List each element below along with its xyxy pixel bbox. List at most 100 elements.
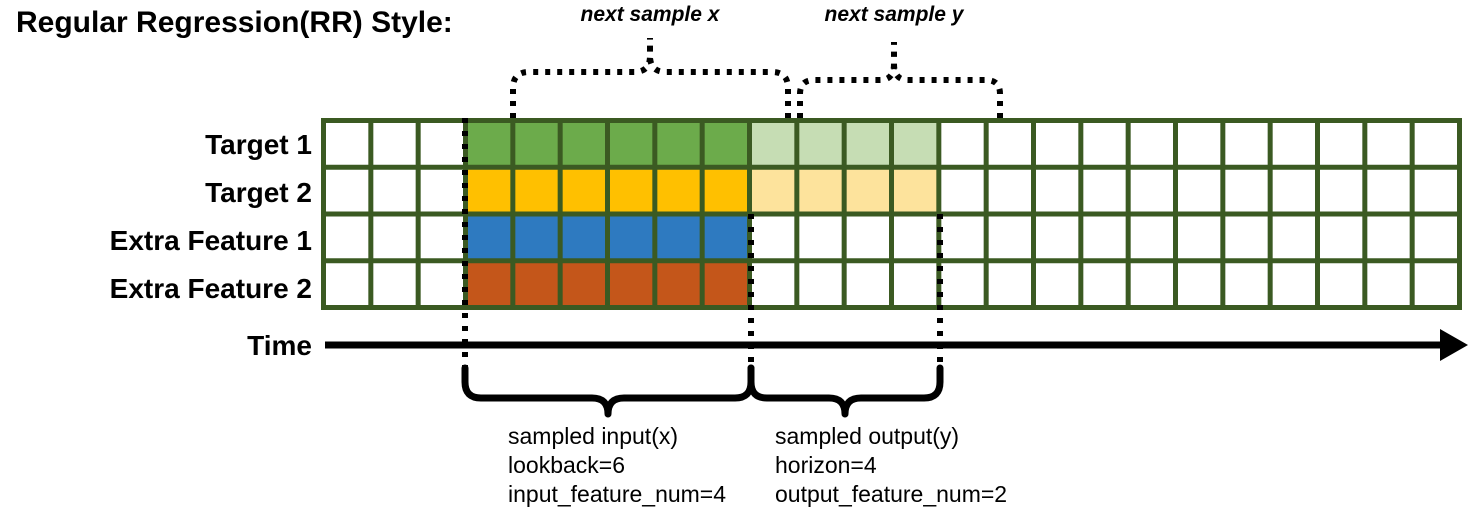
cell-extra1-input — [468, 216, 511, 259]
cell-empty — [373, 263, 416, 305]
cell-empty — [1036, 216, 1079, 259]
cell-target1-input — [515, 123, 558, 165]
cell-empty — [1130, 169, 1173, 212]
cell-empty — [1083, 169, 1126, 212]
cell-extra2-input — [657, 263, 700, 305]
cell-target2-input — [704, 169, 747, 212]
cell-extra2-input — [610, 263, 653, 305]
cell-empty — [799, 216, 842, 259]
caption-output-line2: horizon=4 — [775, 452, 877, 478]
cell-empty — [1036, 169, 1079, 212]
grid-cells — [326, 123, 1457, 305]
cell-empty — [1225, 169, 1268, 212]
cell-empty — [373, 123, 416, 165]
cell-empty — [1320, 216, 1363, 259]
cell-empty — [988, 169, 1031, 212]
caption-output-line1: sampled output(y) — [775, 423, 959, 449]
cell-target1-input — [657, 123, 700, 165]
cell-target1-output — [799, 123, 842, 165]
cell-empty — [894, 216, 937, 259]
cell-target2-output — [799, 169, 842, 212]
cell-empty — [1414, 169, 1457, 212]
cell-empty — [941, 169, 984, 212]
cell-target2-input — [562, 169, 605, 212]
page-title: Regular Regression(RR) Style: — [16, 6, 453, 39]
row-label-extra-feature-1: Extra Feature 1 — [110, 225, 312, 256]
cell-empty — [1083, 216, 1126, 259]
cell-empty — [1178, 216, 1221, 259]
cell-empty — [846, 263, 889, 305]
cell-empty — [1178, 169, 1221, 212]
cell-target1-output — [752, 123, 795, 165]
cell-empty — [420, 263, 463, 305]
cell-extra1-input — [515, 216, 558, 259]
cell-empty — [1178, 123, 1221, 165]
cell-target2-input — [515, 169, 558, 212]
cell-empty — [1036, 263, 1079, 305]
top-brace-label-next-sample-y: next sample y — [825, 3, 965, 26]
cell-empty — [941, 123, 984, 165]
cell-empty — [1272, 216, 1315, 259]
cell-empty — [1320, 123, 1363, 165]
cell-target1-output — [894, 123, 937, 165]
cell-empty — [326, 263, 369, 305]
cell-empty — [1225, 216, 1268, 259]
cell-empty — [1367, 216, 1410, 259]
cell-empty — [1036, 123, 1079, 165]
cell-empty — [1272, 263, 1315, 305]
caption-input-line2: lookback=6 — [508, 452, 625, 478]
top-dotted-brace-x — [510, 38, 791, 118]
cell-empty — [1130, 123, 1173, 165]
caption-output-line3: output_feature_num=2 — [775, 481, 1007, 507]
cell-empty — [1130, 263, 1173, 305]
cell-empty — [1225, 123, 1268, 165]
cell-target1-input — [562, 123, 605, 165]
row-label-extra-feature-2: Extra Feature 2 — [110, 273, 312, 304]
cell-empty — [326, 123, 369, 165]
top-brace-label-next-sample-x: next sample x — [581, 3, 721, 26]
cell-empty — [988, 263, 1031, 305]
cell-extra2-input — [562, 263, 605, 305]
cell-empty — [988, 216, 1031, 259]
row-label-target-2: Target 2 — [205, 177, 312, 208]
cell-target1-input — [704, 123, 747, 165]
cell-target2-input — [610, 169, 653, 212]
cell-empty — [1414, 216, 1457, 259]
cell-empty — [326, 169, 369, 212]
cell-empty — [1320, 263, 1363, 305]
cell-empty — [1320, 169, 1363, 212]
top-dotted-brace-y — [797, 42, 1003, 118]
window-guide-lines — [462, 118, 943, 368]
cell-target2-input — [657, 169, 700, 212]
cell-target2-output — [894, 169, 937, 212]
cell-extra1-input — [657, 216, 700, 259]
cell-empty — [941, 263, 984, 305]
cell-extra1-input — [562, 216, 605, 259]
time-axis-arrow — [325, 329, 1468, 361]
row-label-target-1: Target 1 — [205, 129, 312, 160]
cell-empty — [1414, 263, 1457, 305]
cell-empty — [1367, 123, 1410, 165]
cell-empty — [1272, 169, 1315, 212]
caption-output: sampled output(y) horizon=4 output_featu… — [775, 423, 1007, 507]
caption-input: sampled input(x) lookback=6 input_featur… — [508, 423, 726, 507]
bottom-brace-input — [461, 364, 755, 418]
cell-empty — [752, 263, 795, 305]
grid-background — [321, 118, 1462, 310]
cell-empty — [752, 216, 795, 259]
cell-empty — [988, 123, 1031, 165]
cell-empty — [1130, 216, 1173, 259]
cell-empty — [1083, 123, 1126, 165]
bottom-brace-output — [747, 364, 944, 418]
cell-target1-input — [610, 123, 653, 165]
cell-empty — [420, 169, 463, 212]
caption-input-line1: sampled input(x) — [508, 423, 678, 449]
cell-empty — [326, 216, 369, 259]
cell-empty — [1083, 263, 1126, 305]
cell-empty — [1178, 263, 1221, 305]
cell-empty — [373, 216, 416, 259]
caption-input-line3: input_feature_num=4 — [508, 481, 726, 507]
cell-empty — [1414, 123, 1457, 165]
